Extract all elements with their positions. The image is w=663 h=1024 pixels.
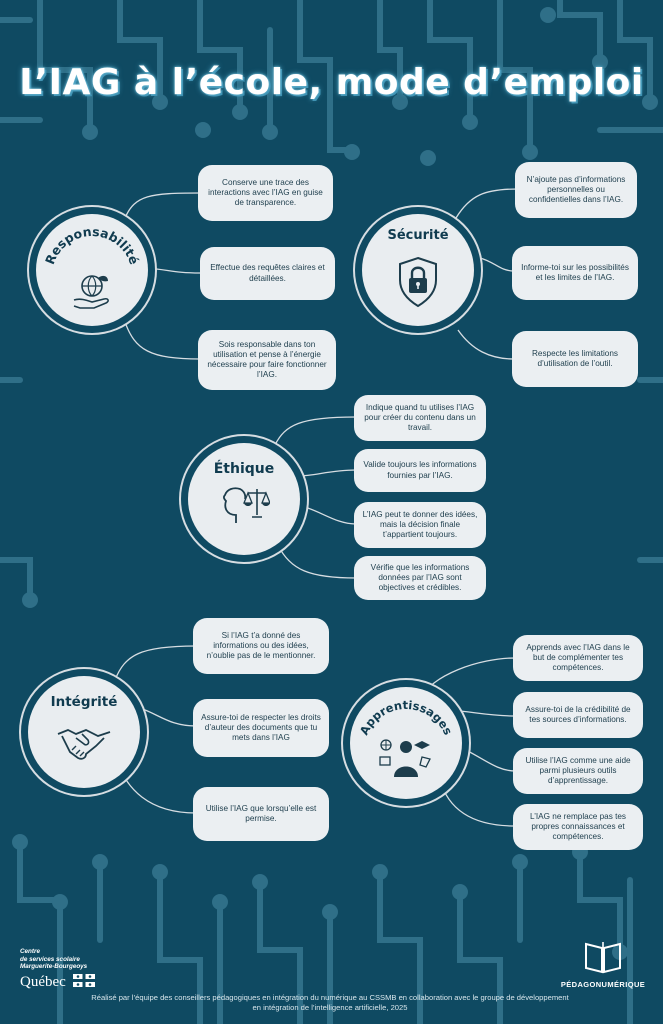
apprentissages-label-arc: Apprentissages <box>357 698 456 737</box>
integrite-label: Intégrité <box>50 694 118 710</box>
globe-hand-icon <box>73 275 109 309</box>
responsabilite-circle: Responsabilité <box>36 214 148 326</box>
ethique-item-4: Vérifie que les informations données par… <box>354 556 486 600</box>
head-scale-icon <box>223 487 270 523</box>
org-line-3: Marguerite-Bourgeoys <box>20 963 88 970</box>
pedagonumerique-logo: PÉDAGONUMÉRIQUE <box>548 940 658 989</box>
lock-shield-icon <box>399 256 437 308</box>
student-icon <box>379 739 431 777</box>
page-title: L’IAG à l’école, mode d’emploi <box>19 62 644 103</box>
ethique-label: Éthique <box>213 461 275 477</box>
quebec-wordmark: Québec <box>20 973 66 990</box>
org-line-2: de services scolaire <box>20 955 80 963</box>
integrite-item-2: Assure-toi de respecter les droits d’aut… <box>193 699 329 757</box>
securite-item-2: Informe-toi sur les possibilités et les … <box>512 246 638 300</box>
securite-item-3: Respecte les limitations d’utilisation d… <box>512 331 638 387</box>
ethique-item-2: Valide toujours les informations fournie… <box>354 449 486 492</box>
svg-text:Responsabilité: Responsabilité <box>42 224 142 267</box>
brand-name: PÉDAGONUMÉRIQUE <box>560 980 646 989</box>
cssmb-logo: Centre de services scolaire Marguerite-B… <box>20 948 120 991</box>
responsabilite-item-2: Effectue des requêtes claires et détaill… <box>200 247 335 300</box>
securite-circle: Sécurité <box>362 214 474 326</box>
responsabilite-label-arc: Responsabilité <box>42 224 142 267</box>
apprentissages-item-1: Apprends avec l’IAG dans le but de compl… <box>513 635 643 681</box>
ethique-circle: Éthique <box>188 443 300 555</box>
ethique-item-3: L’IAG peut te donner des idées, mais la … <box>354 502 486 548</box>
apprentissages-item-4: L’IAG ne remplace pas tes propres connai… <box>513 804 643 850</box>
securite-label: Sécurité <box>387 228 449 243</box>
responsabilite-item-1: Conserve une trace des interactions avec… <box>198 165 333 221</box>
responsabilite-item-3: Sois responsable dans ton utilisation et… <box>198 330 336 390</box>
svg-text:Apprentissages: Apprentissages <box>357 698 456 737</box>
apprentissages-label: Apprentissages <box>357 698 456 737</box>
org-line-1: Centre <box>20 948 40 955</box>
handshake-icon <box>57 729 111 760</box>
quebec-flag-icon <box>72 973 95 987</box>
apprentissages-item-3: Utilise l’IAG comme une aide parmi plusi… <box>513 748 643 794</box>
integrite-item-3: Utilise l’IAG que lorsqu’elle est permis… <box>193 787 329 841</box>
book-icon <box>585 942 621 974</box>
ethique-item-1: Indique quand tu utilises l’IAG pour cré… <box>354 395 486 441</box>
apprentissages-circle: Apprentissages <box>350 687 462 799</box>
credit-text: Réalisé par l’équipe des conseillers péd… <box>91 993 569 1012</box>
integrite-item-1: Si l’IAG t’a donné des informations ou d… <box>193 618 329 674</box>
responsabilite-label: Responsabilité <box>42 224 142 267</box>
securite-item-1: N’ajoute pas d’informations personnelles… <box>515 162 637 218</box>
apprentissages-item-2: Assure-toi de la crédibilité de tes sour… <box>513 692 643 738</box>
integrite-circle: Intégrité <box>28 676 140 788</box>
